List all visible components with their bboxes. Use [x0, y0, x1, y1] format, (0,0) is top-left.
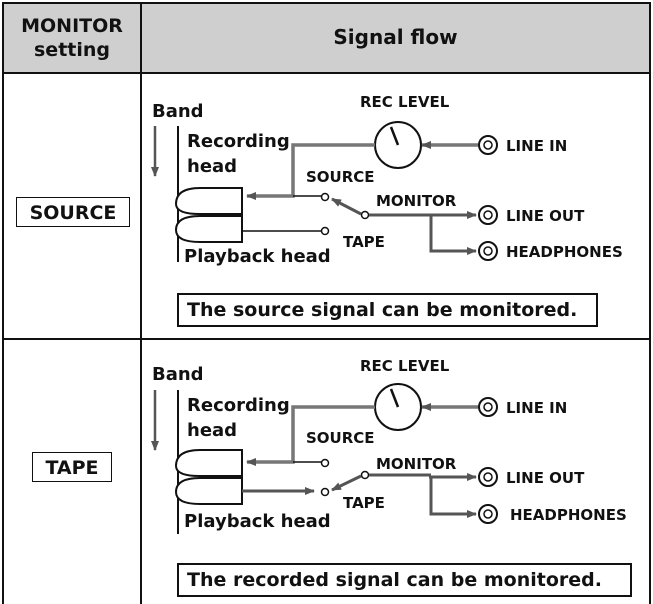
line-out-jack-center — [483, 210, 493, 220]
header-signal-flow: Signal flow — [333, 25, 458, 49]
playback-head-icon — [174, 477, 243, 505]
column-divider — [140, 2, 142, 604]
table-top-border — [2, 2, 651, 4]
source-contact-label: SOURCE — [306, 168, 375, 186]
setting-tape-label: TAPE — [32, 452, 112, 482]
tape-caption: The recorded signal can be monitored. — [177, 563, 632, 597]
recording-head-label-line1: Recording — [187, 131, 290, 152]
recording-head-icon — [174, 449, 243, 477]
monitor-label: MONITOR — [376, 192, 457, 210]
line-in-jack-center — [483, 140, 493, 150]
headphones-jack-center — [483, 509, 493, 519]
rec-level-label: REC LEVEL — [360, 93, 450, 111]
monitor-label: MONITOR — [376, 455, 457, 473]
table-right-border — [649, 2, 651, 604]
line-out-jack-center — [483, 472, 493, 482]
record-signal-path — [246, 143, 375, 200]
line-in-label: LINE IN — [506, 399, 567, 417]
header-monitor-line: MONITOR — [21, 15, 123, 37]
headphones-connection — [429, 477, 477, 518]
tape-contact-label: TAPE — [343, 494, 385, 512]
source-contact — [320, 458, 330, 468]
header-setting-line: setting — [34, 39, 110, 61]
line-in-label: LINE IN — [506, 137, 567, 155]
table-left-border — [2, 2, 4, 604]
playback-head-label: Playback head — [184, 246, 331, 267]
monitor-switch-arm — [331, 474, 362, 492]
line-in-jack-center — [483, 402, 493, 412]
monitor-switch-pivot — [360, 470, 370, 480]
headphones-label: HEADPHONES — [510, 506, 627, 524]
band-label: Band — [152, 364, 204, 385]
playback-head-icon — [174, 215, 243, 243]
rec-level-pointer — [389, 126, 400, 146]
monitor-switch-pivot — [360, 210, 370, 220]
tape-contact — [320, 487, 330, 497]
recording-head-label-line2: head — [187, 420, 237, 441]
row-divider — [2, 338, 651, 340]
monitor-switch-arm — [331, 197, 362, 216]
rec-level-label: REC LEVEL — [360, 357, 450, 375]
line-out-label: LINE OUT — [506, 207, 585, 225]
recording-head-label-line1: Recording — [187, 395, 290, 416]
rec-level-pointer — [389, 388, 400, 408]
source-caption: The source signal can be monitored. — [177, 293, 598, 327]
headphones-connection — [429, 215, 477, 255]
playback-head-label: Playback head — [184, 511, 331, 532]
signal-flow-diagram-source: Band Recording head Playback head REC LE… — [151, 93, 623, 267]
headphones-label: HEADPHONES — [506, 243, 623, 261]
source-contact-label: SOURCE — [306, 429, 375, 447]
band-label: Band — [152, 101, 204, 122]
headphones-jack-center — [483, 246, 493, 256]
record-signal-path — [246, 405, 375, 466]
line-out-label: LINE OUT — [506, 469, 585, 487]
setting-source-label: SOURCE — [16, 197, 130, 227]
tape-contact-label: TAPE — [343, 233, 385, 251]
signal-flow-diagram-tape: Band Recording head Playback head REC LE… — [151, 357, 627, 534]
tape-contact — [320, 226, 330, 236]
recording-head-label-line2: head — [187, 156, 237, 177]
recording-head-icon — [174, 187, 243, 215]
header-background — [2, 2, 651, 72]
header-bottom-border — [2, 72, 651, 74]
source-contact — [320, 192, 330, 202]
header-monitor-setting: MONITOR setting — [4, 14, 140, 62]
